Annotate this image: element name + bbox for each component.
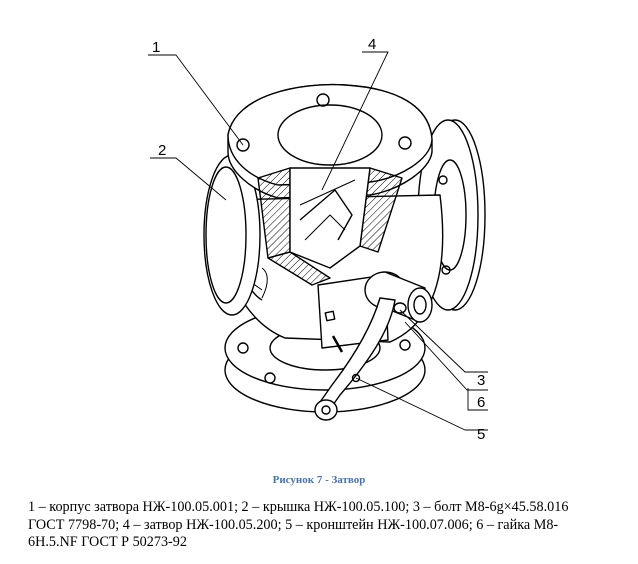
valve-technical-drawing bbox=[148, 51, 488, 431]
flange-bolt-hole bbox=[316, 93, 330, 107]
flange-bolt-hole bbox=[438, 175, 448, 185]
side-cover bbox=[203, 154, 261, 316]
callout-1: 1 bbox=[152, 39, 161, 56]
flange-bolt-hole bbox=[236, 138, 250, 152]
callout-5: 5 bbox=[477, 426, 486, 443]
legend-line: 1 – корпус затвора НЖ-100.05.001; 2 – кр… bbox=[28, 499, 569, 515]
callout-2: 2 bbox=[158, 142, 167, 159]
top-flange bbox=[227, 83, 433, 199]
callout-4: 4 bbox=[368, 36, 377, 53]
leader-lines bbox=[148, 51, 488, 431]
flange-bolt-hole bbox=[398, 136, 412, 150]
cutaway-section bbox=[257, 167, 403, 286]
figure-legend: 1 – корпус затвора НЖ-100.05.001; 2 – кр… bbox=[28, 499, 616, 552]
lever-bracket bbox=[314, 297, 396, 421]
flange-bolt-hole bbox=[264, 372, 276, 384]
legend-line: 6Н.5.NF ГОСТ Р 50273-92 bbox=[28, 534, 187, 550]
flange-bolt-hole bbox=[399, 339, 411, 351]
flange-bolt-hole bbox=[237, 342, 249, 354]
callout-6: 6 bbox=[477, 394, 486, 411]
flange-bolt-hole bbox=[441, 265, 451, 275]
legend-line: ГОСТ 7798-70; 4 – затвор НЖ-100.05.200; … bbox=[28, 516, 559, 533]
callout-3: 3 bbox=[477, 372, 486, 389]
figure-caption: Рисунок 7 - Затвор bbox=[272, 474, 366, 486]
